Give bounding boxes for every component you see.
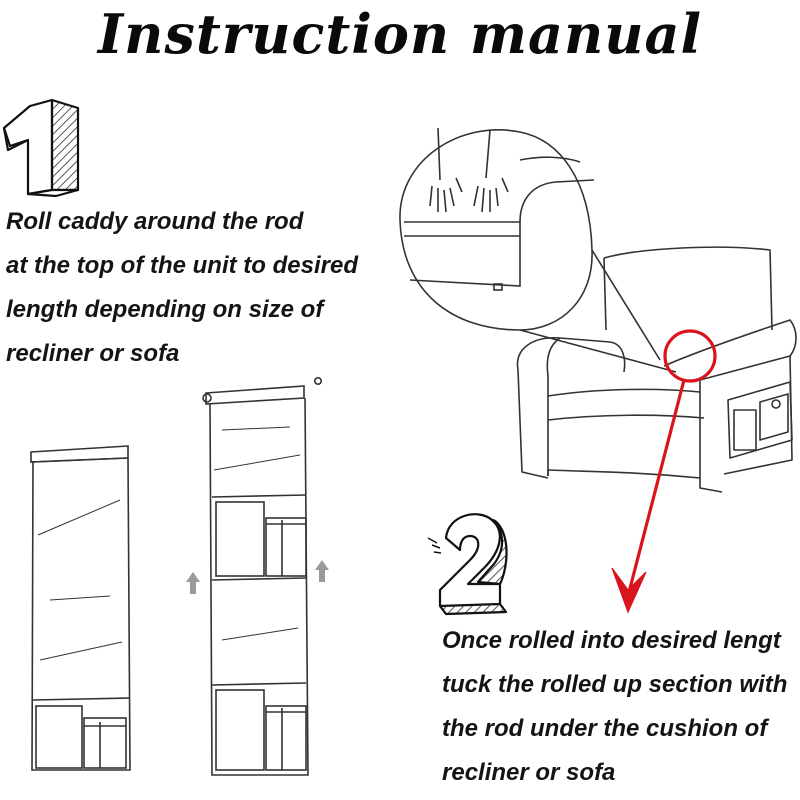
detail-magnifier-illustration [399, 127, 677, 373]
step-2-numeral-icon [427, 513, 508, 616]
caddy-unrolled-illustration [30, 445, 131, 771]
step-2-line: the rod under the cushion of [442, 715, 768, 742]
step-1-line: Roll caddy around the rod [6, 208, 304, 235]
step-1-line: at the top of the unit to desired [6, 252, 358, 279]
recliner-illustration [516, 246, 797, 493]
page-title: Instruction manual [97, 2, 703, 66]
caddy-rolled-illustration [202, 376, 322, 776]
step-2-line: Once rolled into desired lengt [442, 627, 781, 654]
step-2-line: tuck the rolled up section with [442, 671, 788, 698]
step-2-instructions: Once rolled into desired lengt tuck the … [442, 619, 787, 795]
step-2-line: recliner or sofa [442, 759, 616, 786]
step-1-numeral-icon [2, 98, 80, 198]
step-1-instructions: Roll caddy around the rod at the top of … [6, 200, 358, 376]
step-1-line: length depending on size of [6, 296, 324, 323]
red-pointer-arrow [611, 329, 717, 614]
step-1-line: recliner or sofa [6, 340, 180, 367]
up-arrow-right-icon [315, 560, 329, 582]
up-arrow-left-icon [186, 572, 200, 594]
